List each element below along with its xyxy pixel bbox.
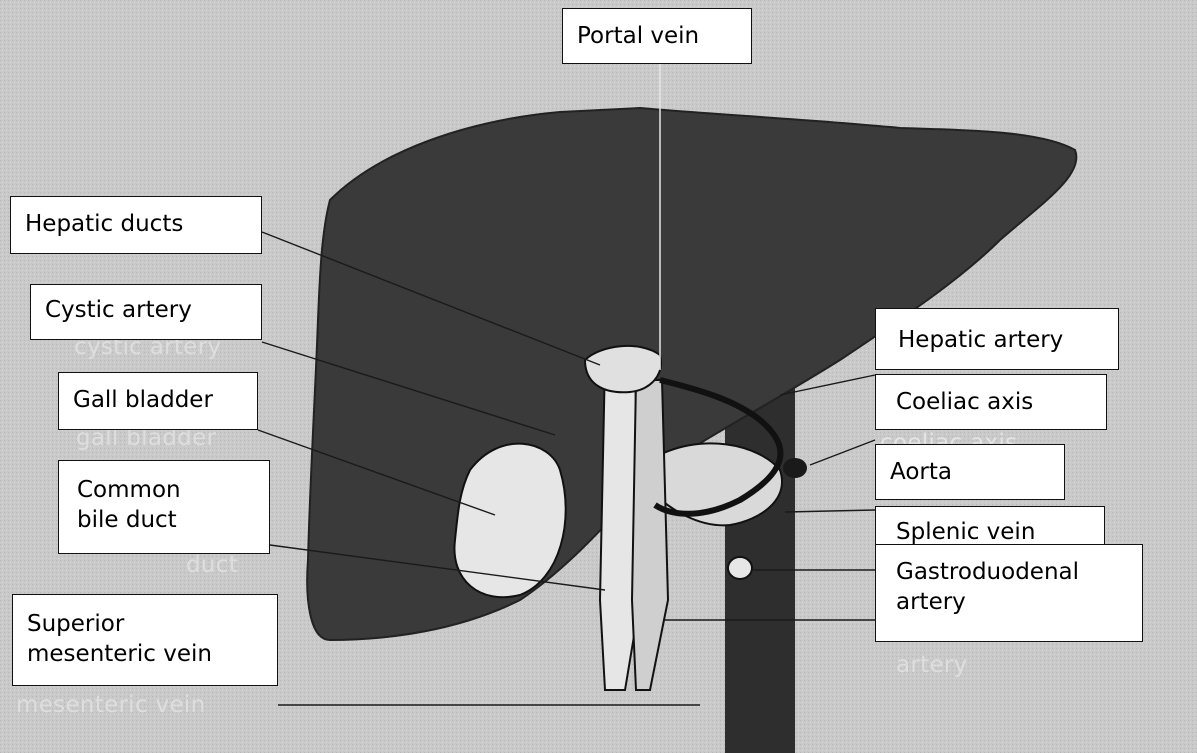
label-hepatic-ducts-text: Hepatic ducts	[25, 211, 183, 237]
label-gastroduodenal-artery: Gastroduodenal artery	[875, 544, 1143, 642]
label-cystic-artery-text: Cystic artery	[45, 297, 192, 323]
label-splenic-vein: Splenic vein	[875, 506, 1105, 546]
label-aorta-text: Aorta	[890, 459, 952, 485]
hepatic-branch-vessel	[585, 346, 661, 392]
label-gall-bladder: Gall bladder	[58, 372, 258, 430]
label-superior-mesenteric-vein-line1: Superior	[27, 609, 267, 639]
label-splenic-vein-text: Splenic vein	[896, 519, 1035, 545]
label-cystic-artery: Cystic artery	[30, 284, 262, 340]
label-common-bile-duct-line2: bile duct	[77, 505, 259, 535]
label-superior-mesenteric-vein-line2: mesenteric vein	[27, 639, 267, 669]
label-common-bile-duct-line1: Common	[77, 475, 259, 505]
label-common-bile-duct: Common bile duct	[58, 460, 270, 554]
coeliac-node	[783, 458, 807, 478]
label-portal-vein: Portal vein	[562, 8, 752, 64]
label-aorta: Aorta	[875, 444, 1065, 500]
label-gall-bladder-text: Gall bladder	[73, 387, 213, 413]
splenic-node	[728, 557, 752, 579]
ghost-label-gastroduodenal-artery: artery	[896, 650, 968, 680]
label-hepatic-artery-text: Hepatic artery	[898, 327, 1063, 353]
label-coeliac-axis: Coeliac axis	[875, 374, 1107, 430]
label-superior-mesenteric-vein: Superior mesenteric vein	[12, 594, 278, 686]
label-gastroduodenal-artery-line1: Gastroduodenal	[896, 557, 1132, 587]
label-hepatic-artery: Hepatic artery	[875, 308, 1119, 370]
label-coeliac-axis-text: Coeliac axis	[896, 389, 1033, 415]
label-gastroduodenal-artery-line2: artery	[896, 587, 1132, 617]
ghost-label-common-bile-duct: duct	[186, 550, 238, 580]
ghost-label-superior-mesenteric-vein: mesenteric vein	[16, 690, 205, 720]
label-hepatic-ducts: Hepatic ducts	[10, 196, 262, 254]
label-portal-vein-text: Portal vein	[577, 23, 699, 49]
